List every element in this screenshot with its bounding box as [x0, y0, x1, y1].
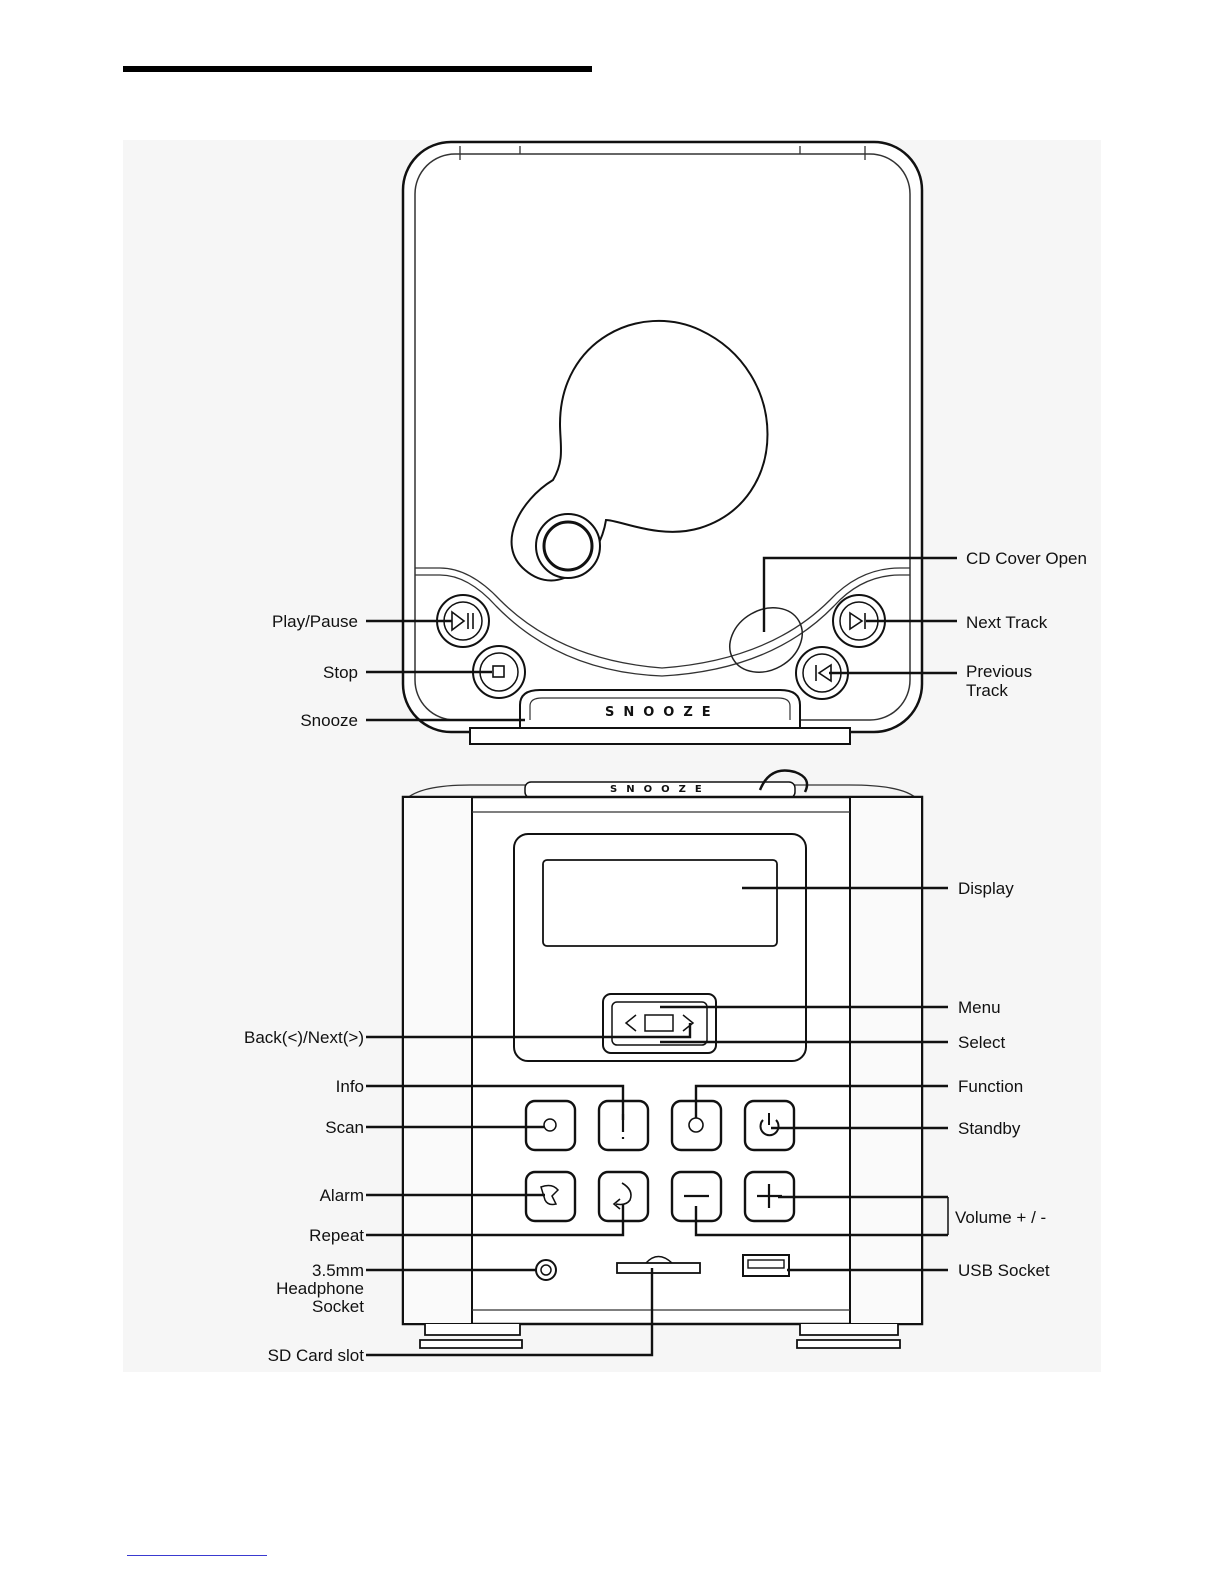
label-menu: Menu [958, 998, 1001, 1017]
header-rule [123, 66, 592, 72]
label-display: Display [958, 879, 1014, 898]
label-headphone-line3: Socket [312, 1297, 364, 1316]
footer-link-underline [127, 1555, 267, 1556]
label-repeat: Repeat [309, 1226, 364, 1245]
nav-cluster[interactable] [603, 994, 716, 1053]
snooze-button-text: SNOOZE [605, 705, 720, 720]
top-view: SNOOZE [403, 142, 922, 744]
standby-button[interactable] [745, 1101, 794, 1150]
label-previous-track-line2: Track [966, 681, 1008, 700]
label-sd-card: SD Card slot [268, 1346, 365, 1365]
label-headphone-line2: Headphone [276, 1279, 364, 1298]
label-select: Select [958, 1033, 1006, 1052]
label-cd-cover-open: CD Cover Open [966, 549, 1087, 568]
headphone-socket[interactable] [536, 1260, 556, 1280]
label-scan: Scan [325, 1118, 364, 1137]
lcd-display [543, 860, 777, 946]
top-base-plate [470, 728, 850, 744]
label-snooze: Snooze [300, 711, 358, 730]
front-right-panel [850, 797, 922, 1324]
label-previous-track-line1: Previous [966, 662, 1032, 681]
scan-button[interactable] [526, 1101, 575, 1150]
label-alarm: Alarm [320, 1186, 364, 1205]
front-view: SNOOZE [403, 770, 922, 1348]
label-headphone-line1: 3.5mm [312, 1261, 364, 1280]
label-usb: USB Socket [958, 1261, 1050, 1280]
alarm-button[interactable] [526, 1172, 575, 1221]
label-next-track: Next Track [966, 613, 1048, 632]
label-play-pause: Play/Pause [272, 612, 358, 631]
snooze-button[interactable]: SNOOZE [520, 690, 800, 728]
front-left-panel [403, 797, 472, 1324]
usb-socket[interactable] [743, 1255, 789, 1276]
label-standby: Standby [958, 1119, 1021, 1138]
label-function: Function [958, 1077, 1023, 1096]
label-info: Info [336, 1077, 364, 1096]
snooze-top-text: SNOOZE [610, 784, 711, 795]
select-button[interactable] [645, 1015, 673, 1031]
label-back-next: Back(<)/Next(>) [244, 1028, 364, 1047]
label-stop: Stop [323, 663, 358, 682]
label-volume: Volume + / - [955, 1208, 1046, 1227]
